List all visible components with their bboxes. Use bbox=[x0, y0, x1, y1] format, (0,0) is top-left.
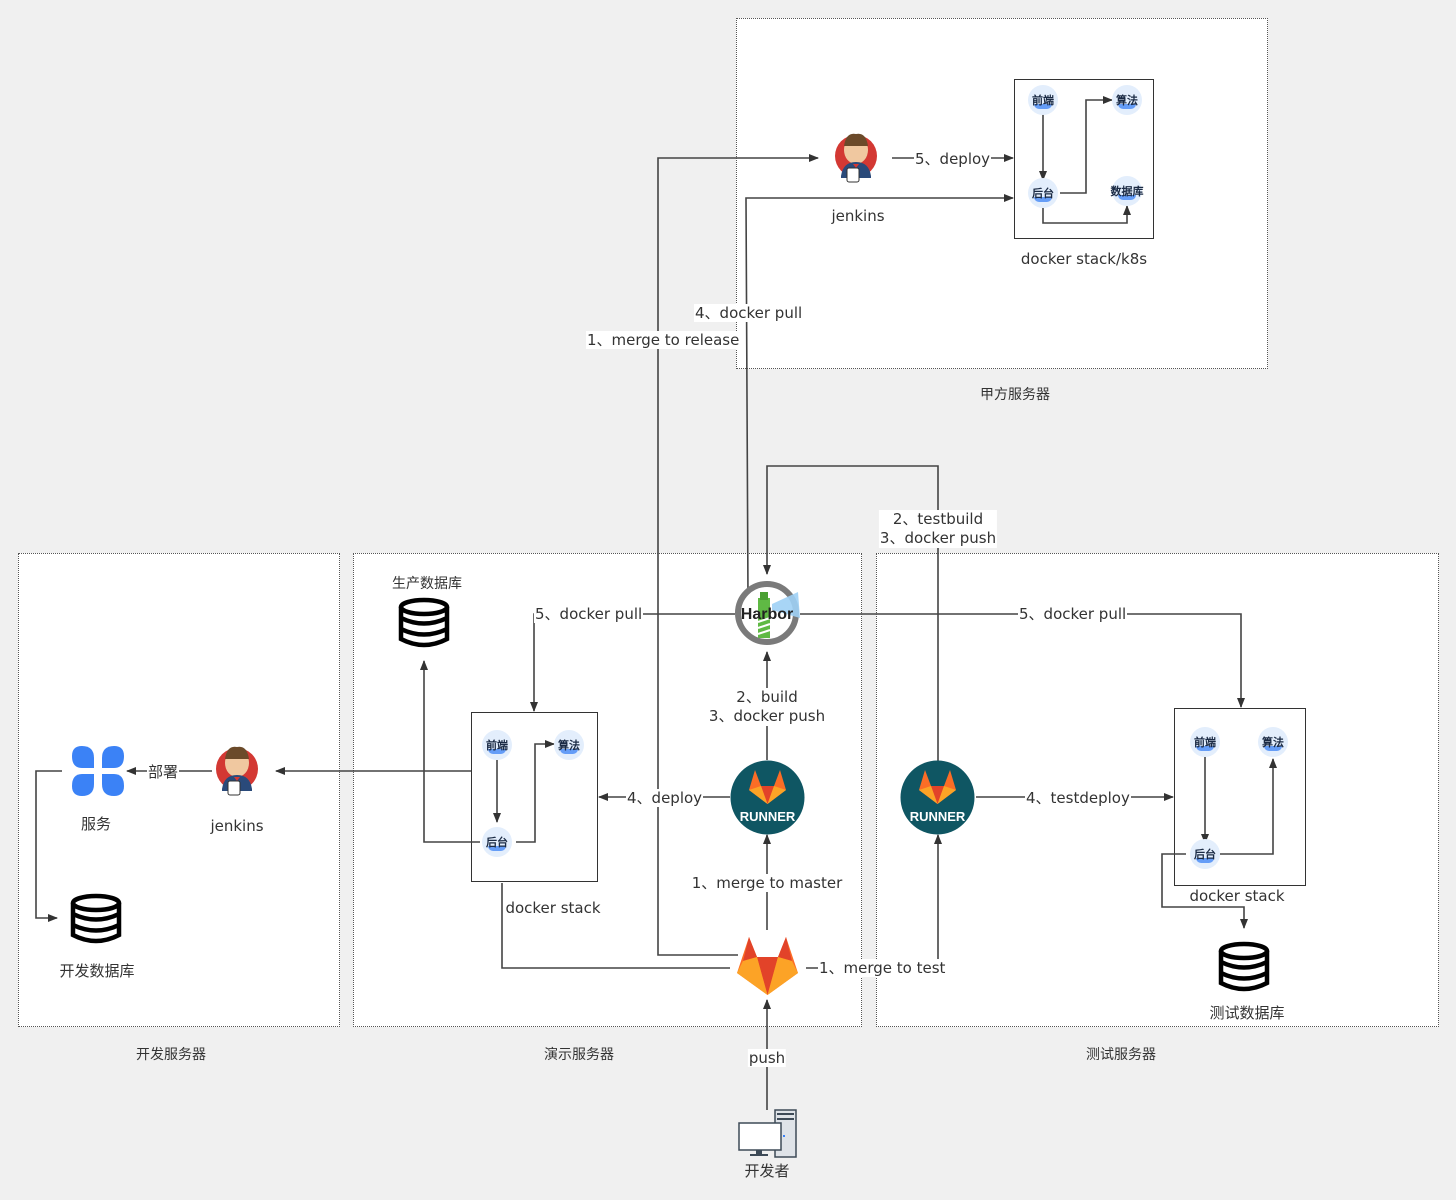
demo-server-label: 演示服务器 bbox=[544, 1047, 614, 1063]
test-stack-label: docker stack bbox=[1189, 887, 1285, 905]
testdeploy-label: 4、testdeploy bbox=[1025, 789, 1131, 807]
test-server-zone bbox=[876, 553, 1439, 1027]
dev-server-label: 开发服务器 bbox=[136, 1047, 206, 1063]
dev-jenkins-label: jenkins bbox=[210, 817, 264, 835]
database-icon bbox=[398, 597, 450, 648]
svg-text:RUNNER: RUNNER bbox=[740, 809, 796, 824]
merge-test-label: 1、merge to test bbox=[818, 959, 947, 977]
gitlab-icon bbox=[737, 937, 798, 995]
docker-pull-demo-label: 5、docker pull bbox=[534, 605, 644, 623]
demo-stack-label: docker stack bbox=[505, 899, 601, 917]
client-server-label: 甲方服务器 bbox=[980, 387, 1050, 403]
database-icon bbox=[70, 893, 122, 944]
developer-computer-icon bbox=[738, 1109, 797, 1158]
demo-node-backend: 后台 bbox=[482, 827, 512, 857]
harbor-icon: Harbor bbox=[735, 581, 800, 645]
bushu-label: 部署 bbox=[147, 763, 180, 781]
edge-docker-pull-test bbox=[800, 613, 1245, 708]
gitlab-runner-icon: RUNNER bbox=[730, 760, 805, 835]
demo-node-frontend: 前端 bbox=[482, 730, 512, 760]
client-node-algorithm: 算法 bbox=[1112, 85, 1142, 115]
client-node-database: 数据库 bbox=[1111, 176, 1144, 206]
edge-merge-test bbox=[806, 834, 942, 969]
edge-docker-pull-client bbox=[745, 194, 1014, 599]
database-icon bbox=[1218, 941, 1270, 992]
prod-db-label: 生产数据库 bbox=[392, 576, 462, 592]
demo-node-algorithm: 算法 bbox=[554, 730, 584, 760]
service-label: 服务 bbox=[80, 815, 112, 833]
client-node-backend: 后台 bbox=[1028, 178, 1058, 208]
jenkins-icon bbox=[216, 746, 258, 796]
merge-release-label: 1、merge to release bbox=[586, 331, 741, 349]
test-db-label: 测试数据库 bbox=[1209, 1004, 1285, 1022]
test-node-backend: 后台 bbox=[1190, 839, 1220, 869]
merge-master-label: 1、merge to master bbox=[690, 874, 844, 892]
svg-text:RUNNER: RUNNER bbox=[910, 809, 966, 824]
docker-pull-4-label: 4、docker pull bbox=[694, 304, 804, 322]
developer-label: 开发者 bbox=[744, 1162, 790, 1180]
deploy-demo-label: 4、deploy bbox=[626, 789, 704, 807]
client-jenkins-label: jenkins bbox=[831, 207, 885, 225]
edge-docker-pull-demo bbox=[530, 613, 735, 712]
dev-db-label: 开发数据库 bbox=[59, 962, 135, 980]
gitlab-runner-icon: RUNNER bbox=[900, 760, 975, 835]
dev-server-zone bbox=[18, 553, 340, 1027]
client-node-frontend: 前端 bbox=[1028, 85, 1058, 115]
harbor-text: Harbor bbox=[741, 606, 793, 623]
test-server-label: 测试服务器 bbox=[1086, 1047, 1156, 1063]
edge-merge-release bbox=[657, 154, 819, 956]
service-icon bbox=[72, 746, 124, 796]
test-node-algorithm: 算法 bbox=[1258, 727, 1288, 757]
client-server-zone bbox=[736, 18, 1268, 369]
client-stack-label: docker stack/k8s bbox=[1020, 250, 1148, 268]
push-label: push bbox=[747, 1049, 787, 1067]
docker-pull-test-label: 5、docker pull bbox=[1018, 605, 1128, 623]
client-deploy-label: 5、deploy bbox=[914, 150, 992, 168]
jenkins-icon bbox=[835, 133, 877, 183]
test-node-frontend: 前端 bbox=[1190, 727, 1220, 757]
